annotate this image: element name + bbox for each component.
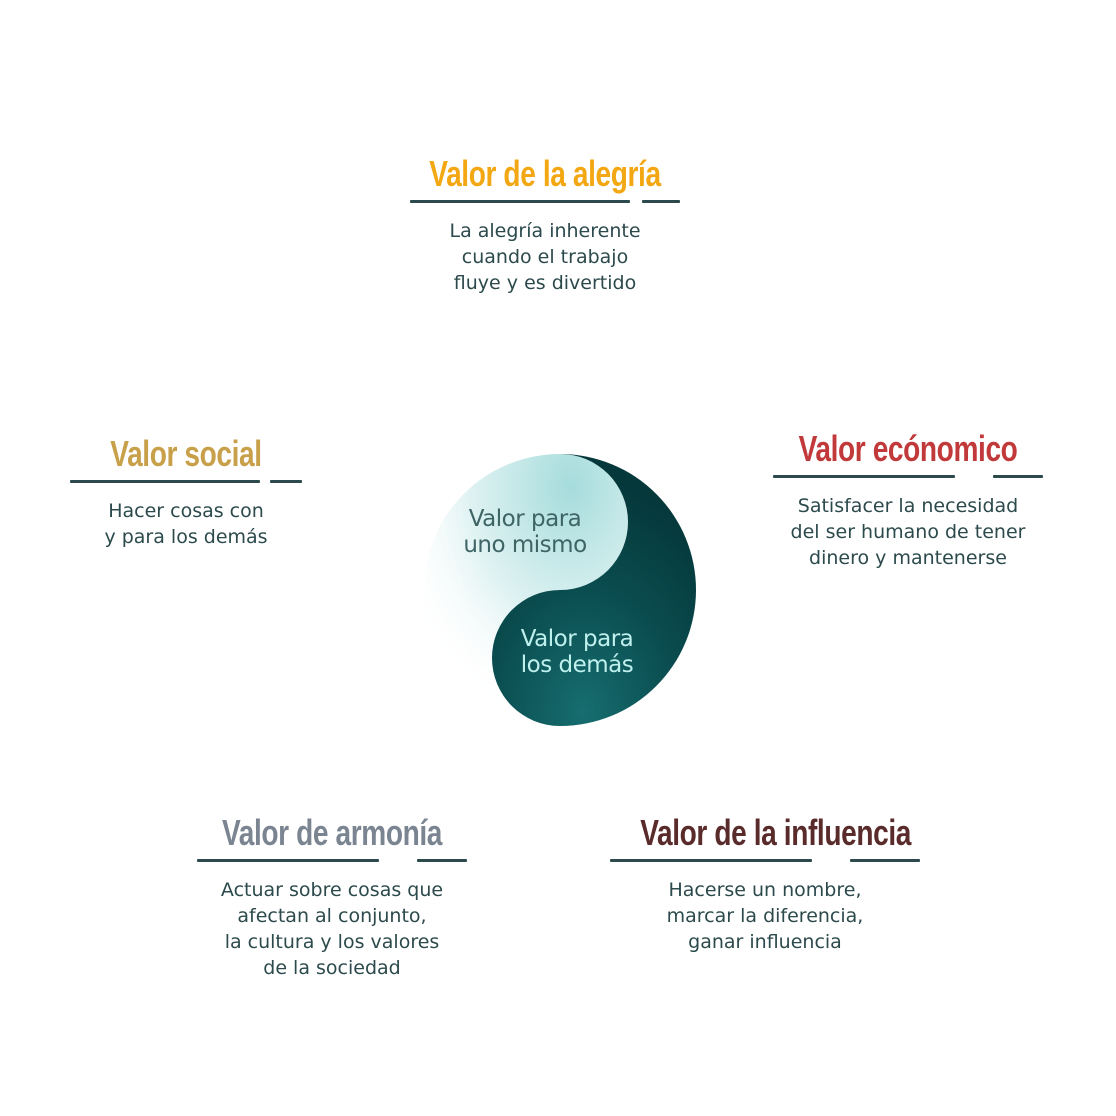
value-title-alegria: Valor de la alegría <box>429 153 661 194</box>
yin-yang-graphic: Valor para uno mismo Valor para los demá… <box>424 454 696 726</box>
value-block-influencia: Valor de la influencia Hacerse un nombre… <box>605 813 925 955</box>
value-underline-economico <box>773 475 1043 479</box>
value-title-economico: Valor ecónomico <box>798 428 1018 469</box>
yin-yang-self-label: Valor para uno mismo <box>463 506 587 558</box>
value-description-armonia: Actuar sobre cosas que afectan al conjun… <box>220 879 444 979</box>
value-title-social: Valor social <box>110 433 262 474</box>
yin-yang-light-half <box>424 454 628 726</box>
value-underline-social <box>70 480 302 484</box>
value-underline-influencia <box>610 859 920 863</box>
value-block-alegria: Valor de la alegría La alegría inherente… <box>390 154 700 296</box>
yin-yang-dark-half <box>492 454 696 726</box>
value-block-social: Valor social Hacer cosas con y para los … <box>36 434 336 550</box>
value-title-armonia: Valor de armonía <box>221 812 443 853</box>
value-description-social: Hacer cosas con y para los demás <box>104 500 268 548</box>
value-description-alegria: La alegría inherente cuando el trabajo f… <box>449 220 641 294</box>
value-description-economico: Satisfacer la necesidad del ser humano d… <box>790 495 1026 569</box>
value-underline-alegria <box>410 200 680 204</box>
value-underline-armonia <box>197 859 467 863</box>
value-block-armonia: Valor de armonía Actuar sobre cosas que … <box>182 813 482 981</box>
value-title-influencia: Valor de la influencia <box>640 812 911 853</box>
yin-yang-svg <box>424 454 696 726</box>
yin-yang-others-label: Valor para los demás <box>520 626 634 678</box>
value-block-economico: Valor ecónomico Satisfacer la necesidad … <box>760 429 1056 571</box>
value-description-influencia: Hacerse un nombre, marcar la diferencia,… <box>666 879 864 953</box>
